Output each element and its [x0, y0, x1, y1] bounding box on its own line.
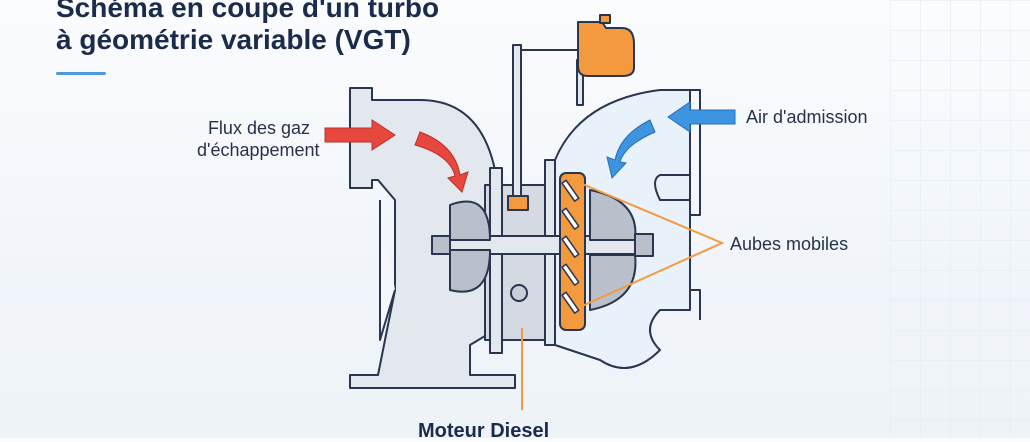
turbine-wheel	[431, 200, 491, 293]
intake-arrow-curved	[606, 119, 656, 180]
title-line-2: à géométrie variable (VGT)	[56, 24, 411, 55]
intake-arrow-straight	[667, 101, 736, 133]
vanes-leader-line	[579, 182, 725, 308]
rod-clip	[507, 195, 529, 211]
exhaust-arrow-straight	[324, 119, 396, 151]
title-underline	[56, 72, 106, 75]
exhaust-label-line-2: d'échappement	[197, 140, 320, 160]
wastegate-actuator	[577, 21, 635, 77]
engine-label: Moteur Diesel	[418, 420, 550, 442]
oil-port	[510, 284, 528, 302]
turbine-backplate	[489, 167, 503, 354]
intake-flow-arrows	[606, 101, 736, 180]
page-title: Schéma en coupe d'un turbo à géométrie v…	[56, 0, 439, 56]
exhaust-label-line-1: Flux des gaz	[207, 118, 310, 138]
compressor-outlet	[690, 89, 701, 320]
exhaust-flow-arrows	[324, 119, 469, 193]
background-grid	[890, 0, 1030, 438]
intake-label: Air d'admission	[746, 107, 868, 127]
actuator-cap	[599, 14, 611, 24]
compressor-wheel	[589, 189, 654, 311]
title-line-1: Schéma en coupe d'un turbo	[56, 0, 440, 23]
exhaust-arrow-curved	[414, 131, 469, 193]
exhaust-label: Flux des gaz d'échappement	[197, 117, 320, 161]
turbine-inner	[379, 200, 396, 341]
actuator-bracket	[521, 49, 581, 100]
vanes-label: Aubes mobiles	[730, 234, 849, 254]
actuator-rod	[512, 44, 522, 211]
vane-slots	[561, 179, 580, 314]
